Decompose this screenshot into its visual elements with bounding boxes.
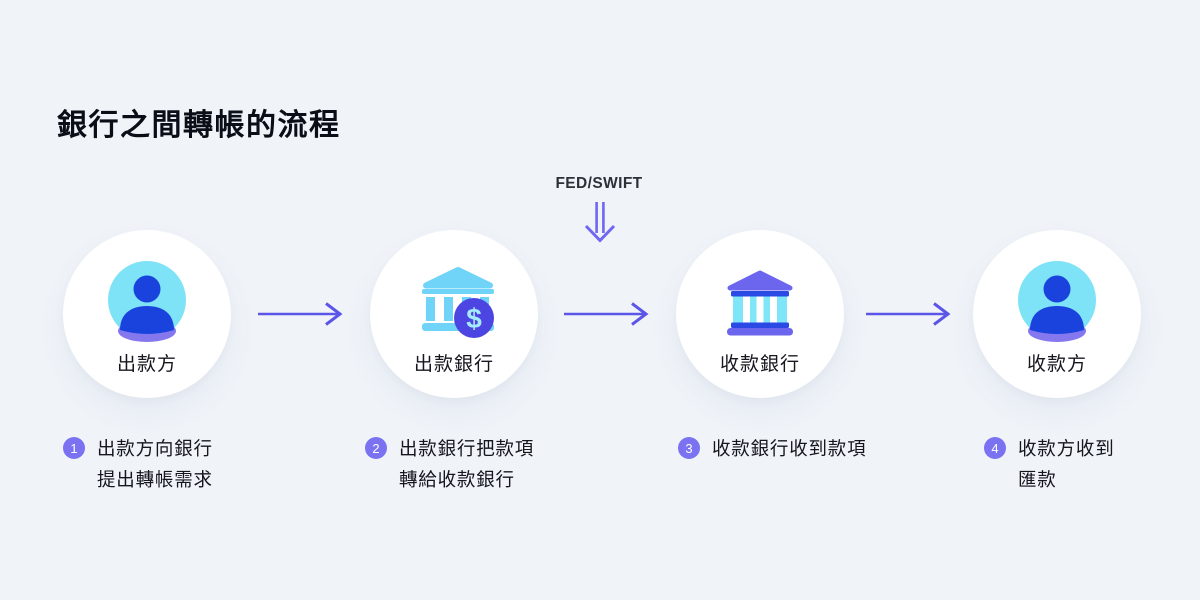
step-text-line: 出款方向銀行 — [97, 438, 213, 459]
step-number-badge: 4 — [984, 437, 1006, 459]
step-text-line: 收款方收到 — [1018, 438, 1115, 459]
node-sending-bank: $ 出款銀行 — [370, 230, 538, 398]
step-text: 出款銀行把款項 轉給收款銀行 — [399, 433, 534, 495]
node-label: 收款銀行 — [719, 354, 800, 375]
step-4: 4 收款方收到 匯款 — [984, 433, 1115, 495]
bank-icon — [722, 270, 798, 341]
step-number-badge: 3 — [678, 437, 700, 459]
right-arrow-icon — [564, 302, 649, 326]
step-text: 出款方向銀行 提出轉帳需求 — [97, 433, 213, 495]
person-icon — [107, 261, 187, 348]
step-text-line: 收款銀行收到款項 — [712, 438, 867, 459]
right-arrow-icon — [258, 302, 343, 326]
node-receiving-bank: 收款銀行 — [676, 230, 844, 398]
step-text-line: 出款銀行把款項 — [399, 438, 535, 459]
step-text-line: 轉給收款銀行 — [399, 469, 515, 490]
person-icon — [1017, 261, 1097, 348]
bank-dollar-icon: $ — [410, 266, 506, 349]
node-label: 出款方 — [116, 354, 177, 375]
step-text-line: 提出轉帳需求 — [97, 469, 213, 490]
double-down-arrow-icon — [584, 202, 616, 243]
step-number-badge: 1 — [63, 437, 85, 459]
step-text: 收款方收到 匯款 — [1018, 433, 1115, 495]
node-label: 出款銀行 — [413, 354, 494, 375]
node-label: 收款方 — [1026, 354, 1087, 375]
svg-text:$: $ — [466, 303, 482, 334]
step-text-line: 匯款 — [1018, 469, 1057, 490]
page-title: 銀行之間轉帳的流程 — [57, 109, 341, 142]
node-payer: 出款方 — [63, 230, 231, 398]
step-1: 1 出款方向銀行 提出轉帳需求 — [63, 433, 213, 495]
step-text: 收款銀行收到款項 — [712, 433, 866, 464]
network-label: FED/SWIFT — [555, 175, 643, 192]
step-3: 3 收款銀行收到款項 — [678, 433, 866, 464]
right-arrow-icon — [866, 302, 951, 326]
node-payee: 收款方 — [973, 230, 1141, 398]
step-number-badge: 2 — [365, 437, 387, 459]
step-2: 2 出款銀行把款項 轉給收款銀行 — [365, 433, 534, 495]
